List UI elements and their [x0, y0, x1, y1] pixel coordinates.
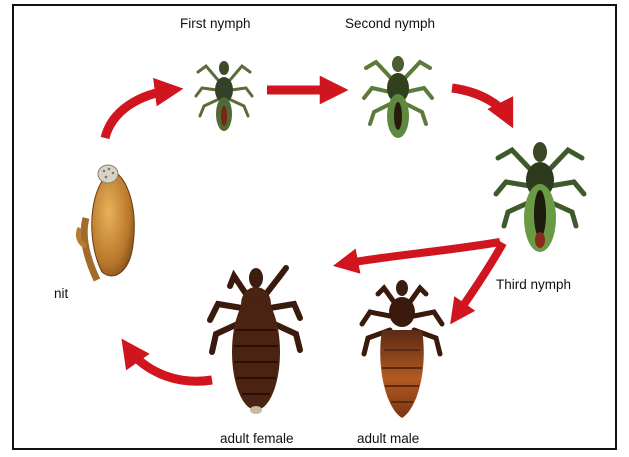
- first-nymph-label: First nymph: [180, 16, 251, 31]
- second-nymph-label: Second nymph: [345, 16, 435, 31]
- third-nymph-label: Third nymph: [496, 277, 571, 292]
- arrow-third-nymph-to-adult-female: [343, 242, 500, 264]
- adult-male-label: adult male: [357, 431, 419, 446]
- second-nymph-illustration: [364, 56, 432, 138]
- arrow-nit-to-first-nymph: [105, 90, 172, 138]
- adult-female-illustration: [210, 268, 300, 414]
- arrow-adult-to-nit: [128, 348, 212, 381]
- third-nymph-illustration: [496, 142, 584, 252]
- arrow-second-to-third-nymph: [452, 88, 508, 118]
- adult-female-label: adult female: [220, 431, 294, 446]
- first-nymph-illustration: [196, 61, 252, 131]
- adult-male-illustration: [362, 280, 442, 418]
- nit-illustration: [78, 165, 134, 280]
- nit-label: nit: [54, 286, 68, 301]
